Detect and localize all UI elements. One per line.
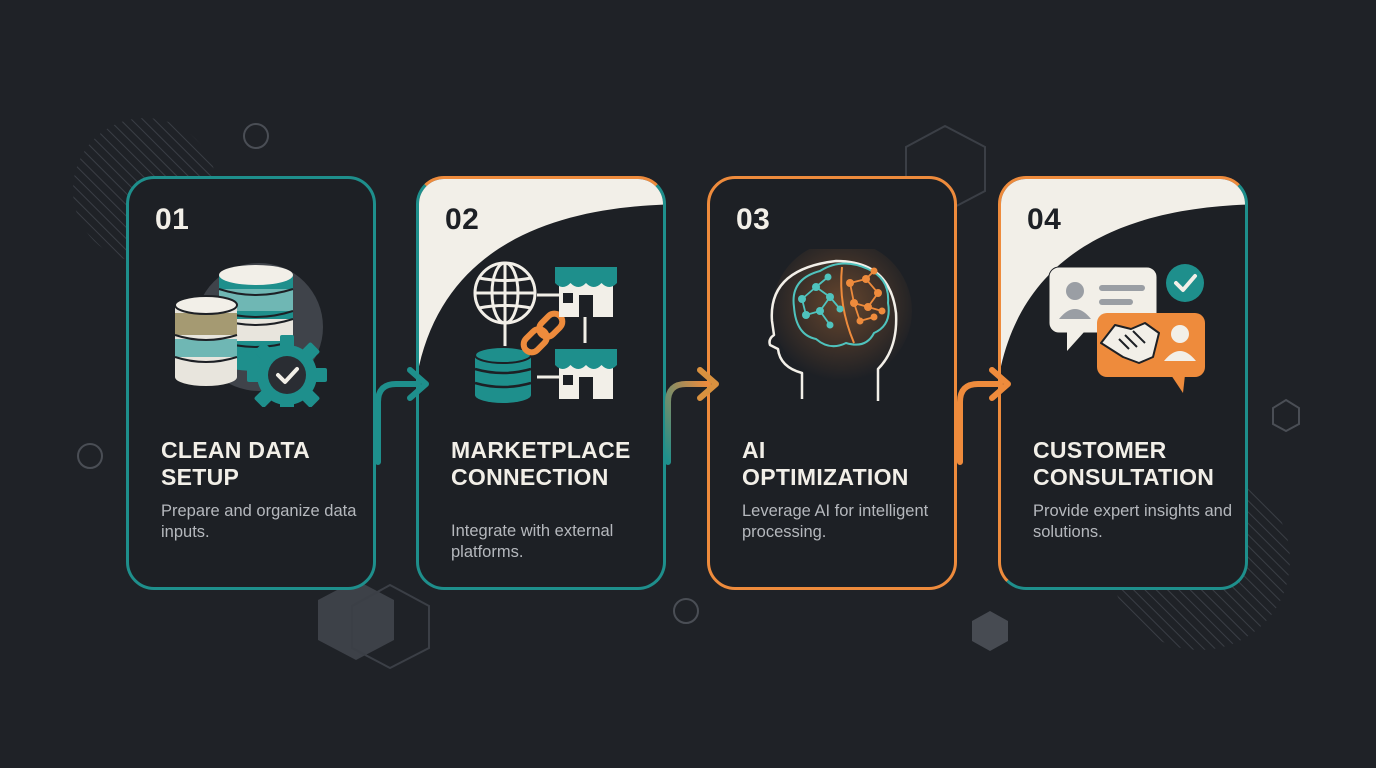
step-title: AI OPTIMIZATION [742, 437, 909, 490]
step-card-4: 04 CUSTOMER CONSULTATION Provide expert … [998, 176, 1248, 590]
step-card-2: 02 [416, 176, 666, 590]
step-description: Leverage AI for intelligent processing. [742, 502, 929, 541]
cream-swoosh [1001, 179, 1245, 367]
arrow-right-icon [665, 367, 719, 465]
hexagon-filled [318, 580, 394, 660]
ring-decoration [243, 123, 269, 149]
database-gear-icon [174, 263, 327, 407]
globe-link-store-icon [473, 261, 617, 403]
step-card-3: 03 AI OPTI [707, 176, 957, 590]
step-description: Integrate with external platforms. [451, 522, 614, 561]
step-card-1: 01 [126, 176, 376, 590]
arrow-right-icon [375, 367, 429, 465]
step-title: MARKETPLACE CONNECTION [451, 437, 631, 490]
brain-head-icon [768, 249, 912, 401]
hexagon-filled [972, 611, 1008, 651]
handshake-chat-icon [1048, 264, 1205, 393]
step-number: 01 [155, 203, 190, 236]
step-description: Provide expert insights and solutions. [1033, 502, 1233, 541]
hexagon-outline [1272, 398, 1300, 433]
step-description: Prepare and organize data inputs. [161, 502, 357, 541]
cream-swoosh [419, 179, 663, 367]
step-title: CLEAN DATA SETUP [161, 437, 311, 490]
ring-decoration [673, 598, 699, 624]
hexagon-outline [351, 583, 430, 670]
step-number: 04 [1027, 203, 1062, 236]
step-number: 02 [445, 203, 480, 236]
ring-decoration [77, 443, 103, 469]
arrow-right-icon [957, 367, 1011, 465]
step-number: 03 [736, 203, 771, 236]
step-title: CUSTOMER CONSULTATION [1033, 437, 1215, 490]
